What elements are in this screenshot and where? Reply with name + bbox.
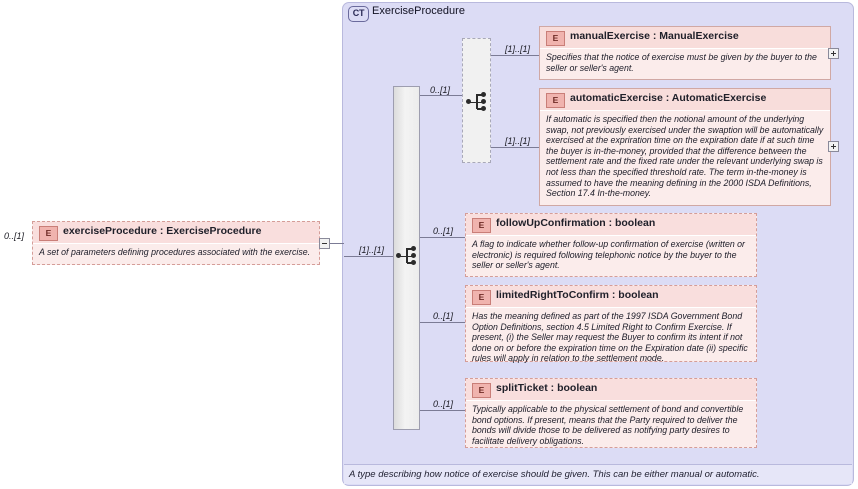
element-annotation: Typically applicable to the physical set… <box>472 404 744 446</box>
expand-toggle-automatic-exercise[interactable] <box>828 141 839 152</box>
element-title: exerciseProcedure : ExerciseProcedure <box>63 225 262 237</box>
sequence-group-icon <box>396 246 418 266</box>
connector-line <box>491 147 539 148</box>
element-annotation: A flag to indicate whether follow-up con… <box>472 239 745 271</box>
element-header: E manualExercise : ManualExercise <box>540 27 830 49</box>
sequence-cardinality-label: [1]..[1] <box>359 245 385 255</box>
element-box-automatic-exercise[interactable]: E automaticExercise : AutomaticExercise … <box>539 88 831 206</box>
element-box-follow-up-confirmation[interactable]: E followUpConfirmation : boolean A flag … <box>465 213 757 277</box>
element-annotation: Specifies that the notice of exercise mu… <box>546 52 817 73</box>
complextype-badge: CT <box>348 6 369 22</box>
element-title: automaticExercise : AutomaticExercise <box>570 92 767 104</box>
connector-line <box>344 256 393 257</box>
collapse-toggle-root[interactable] <box>319 238 330 249</box>
element-annotation: If automatic is specified then the notio… <box>546 114 824 199</box>
element-title: limitedRightToConfirm : boolean <box>496 289 659 301</box>
element-box-split-ticket[interactable]: E splitTicket : boolean Typically applic… <box>465 378 757 448</box>
complextype-annotation-footer: A type describing how notice of exercise… <box>344 464 852 484</box>
connector-line <box>420 95 462 96</box>
complextype-annotation-text: A type describing how notice of exercise… <box>349 469 760 480</box>
root-cardinality-label: 0..[1] <box>4 231 25 241</box>
manual-exercise-cardinality-label: [1]..[1] <box>505 44 531 54</box>
connector-line <box>491 55 539 56</box>
element-badge-icon: E <box>39 226 58 241</box>
element-badge-icon: E <box>546 31 565 46</box>
connector-line <box>420 237 465 238</box>
element-badge-icon: E <box>472 383 491 398</box>
follow-up-confirmation-cardinality-label: 0..[1] <box>433 226 454 236</box>
element-badge-icon: E <box>546 93 565 108</box>
element-badge-icon: E <box>472 218 491 233</box>
element-title: splitTicket : boolean <box>496 382 598 394</box>
element-title: manualExercise : ManualExercise <box>570 30 739 42</box>
element-title: followUpConfirmation : boolean <box>496 217 656 229</box>
element-annotation: A set of parameters defining procedures … <box>39 247 311 257</box>
choice-group-icon <box>466 92 488 112</box>
element-header: E automaticExercise : AutomaticExercise <box>540 89 830 111</box>
element-header: E limitedRightToConfirm : boolean <box>466 286 756 308</box>
expand-toggle-manual-exercise[interactable] <box>828 48 839 59</box>
choice-group-cardinality-label: 0..[1] <box>430 85 451 95</box>
element-box-manual-exercise[interactable]: E manualExercise : ManualExercise Specif… <box>539 26 831 80</box>
element-header: E exerciseProcedure : ExerciseProcedure <box>33 222 319 244</box>
connector-line <box>330 243 344 244</box>
element-annotation: Has the meaning defined as part of the 1… <box>472 311 748 364</box>
split-ticket-cardinality-label: 0..[1] <box>433 399 454 409</box>
element-header: E splitTicket : boolean <box>466 379 756 401</box>
element-box-exercise-procedure[interactable]: E exerciseProcedure : ExerciseProcedure … <box>32 221 320 265</box>
connector-line <box>420 410 465 411</box>
element-box-limited-right-to-confirm[interactable]: E limitedRightToConfirm : boolean Has th… <box>465 285 757 363</box>
choice-group-column[interactable] <box>462 38 491 163</box>
limited-right-to-confirm-cardinality-label: 0..[1] <box>433 311 454 321</box>
automatic-exercise-cardinality-label: [1]..[1] <box>505 136 531 146</box>
connector-line <box>420 322 465 323</box>
element-header: E followUpConfirmation : boolean <box>466 214 756 236</box>
complextype-title: ExerciseProcedure <box>372 5 465 17</box>
element-badge-icon: E <box>472 290 491 305</box>
